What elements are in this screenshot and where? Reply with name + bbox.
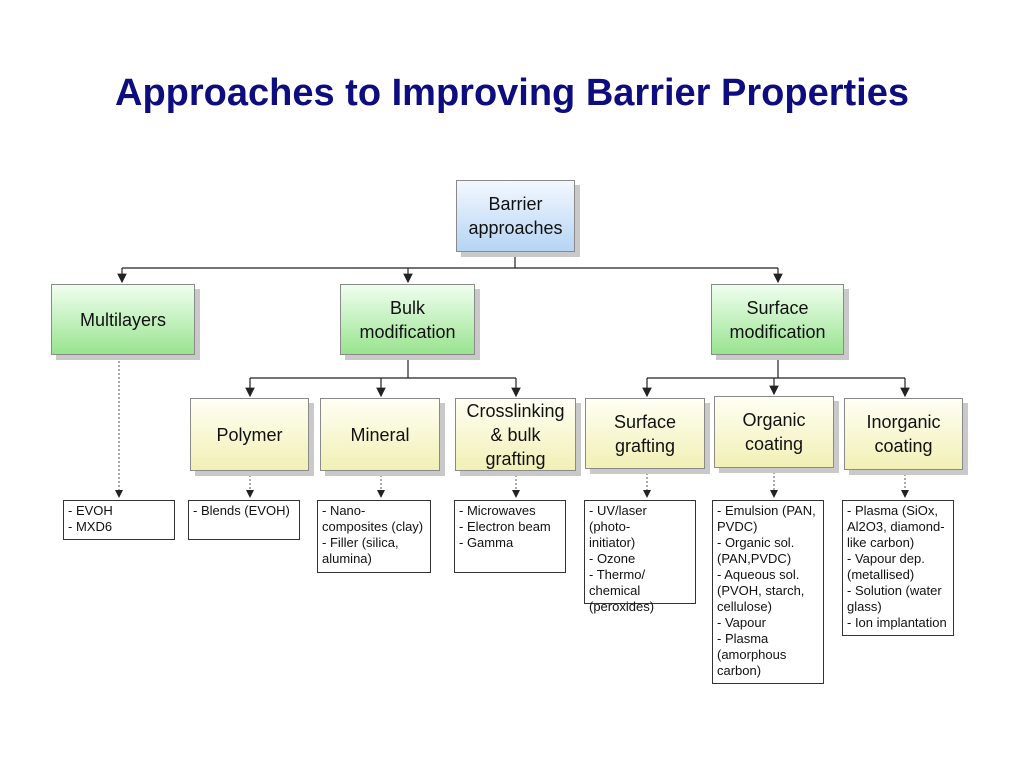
node-mineral: Mineral: [320, 398, 440, 471]
node-bulk-modification: Bulk modification: [340, 284, 475, 355]
list-inorganic-coating: - Plasma (SiOx, Al2O3, diamond- like car…: [842, 500, 954, 636]
root-connector: [122, 252, 778, 269]
node-multilayers: Multilayers: [51, 284, 195, 355]
surface-connector: [647, 355, 905, 379]
list-surface-grafting: - UV/laser (photo- initiator) - Ozone - …: [584, 500, 696, 614]
node-organic-coating: Organic coating: [714, 396, 834, 468]
list-organic-coating: - Emulsion (PAN, PVDC) - Organic sol. (P…: [712, 500, 824, 684]
node-inorganic-coating: Inorganic coating: [844, 398, 963, 470]
node-polymer: Polymer: [190, 398, 309, 471]
page-title: Approaches to Improving Barrier Properti…: [115, 72, 909, 114]
node-crosslinking: Crosslinking & bulk grafting: [455, 398, 576, 471]
list-polymer: - Blends (EVOH): [188, 500, 300, 540]
node-surface-modification: Surface modification: [711, 284, 844, 355]
node-barrier-approaches: Barrier approaches: [456, 180, 575, 252]
bulk-connector: [250, 355, 516, 379]
list-mineral: - Nano- composites (clay) - Filler (sili…: [317, 500, 431, 573]
list-crosslinking: - Microwaves - Electron beam - Gamma: [454, 500, 566, 573]
node-surface-grafting: Surface grafting: [585, 398, 705, 469]
list-multilayers: - EVOH - MXD6: [63, 500, 175, 540]
